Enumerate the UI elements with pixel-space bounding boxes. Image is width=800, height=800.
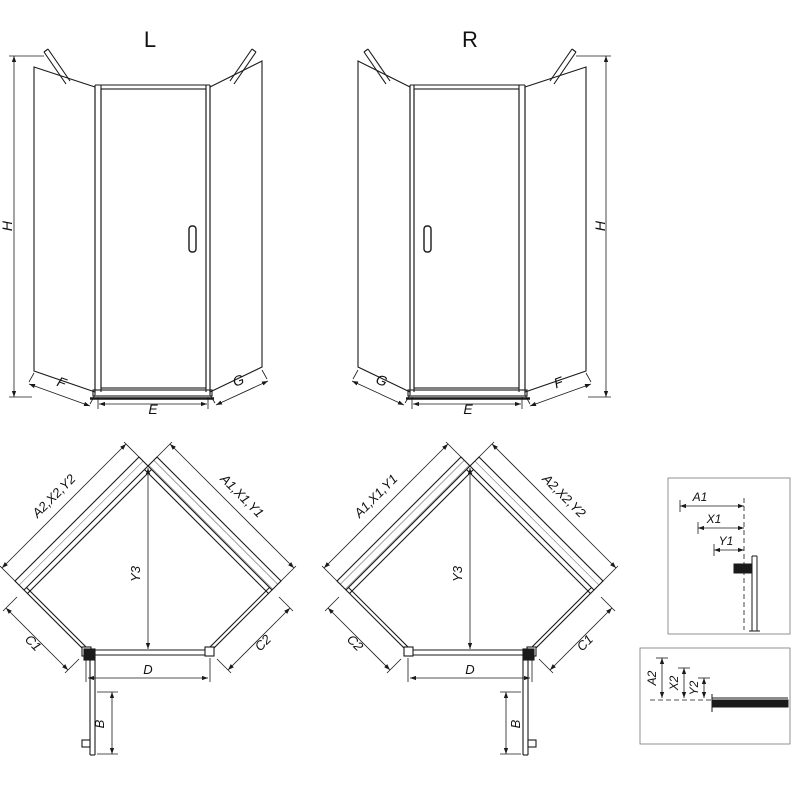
plan-left-view	[0, 442, 296, 755]
detail-bottom-x2-label: X2	[667, 675, 681, 691]
variant-label-right: R	[462, 27, 478, 52]
elevation-right-view	[352, 49, 611, 409]
dim-label-height-left: H	[0, 220, 15, 231]
plan-left-y3-label: Y3	[128, 565, 143, 582]
plan-right-d-label: D	[465, 662, 474, 677]
plan-left-b-label: B	[92, 719, 107, 728]
plan-left-c1-label: C1	[22, 632, 44, 654]
detail-top-x1-label: X1	[706, 512, 722, 526]
dim-label-g-right: G	[374, 371, 390, 390]
dim-label-height-right: H	[592, 220, 608, 231]
plan-right-y3-label: Y3	[450, 565, 465, 582]
dim-label-e-right: E	[463, 401, 473, 417]
detail-bottom-y2-label: Y2	[687, 680, 701, 695]
plan-left-diagonal-right-label: A1,X1,Y1	[217, 470, 267, 520]
detail-panel-bottom	[639, 647, 791, 745]
detail-bottom-a2-label: A2	[645, 670, 659, 686]
dim-label-e-left: E	[148, 401, 158, 417]
labels: L R H F E G H G E F A2,X2,Y2 A1,X1,Y1 Y3…	[0, 27, 733, 728]
plan-right-c1-label: C1	[574, 632, 596, 654]
dim-label-f-right: F	[552, 373, 567, 391]
detail-panel-top	[667, 477, 791, 635]
dim-label-g-left: G	[230, 371, 246, 390]
plan-left-diagonal-left-label: A2,X2,Y2	[28, 471, 79, 522]
plan-right-diagonal-right-label: A2,X2,Y2	[539, 470, 590, 521]
plan-left-c2-label: C2	[252, 631, 275, 654]
detail-top-a1-label: A1	[692, 490, 708, 504]
variant-label-left: L	[144, 27, 156, 52]
elevation-left-view	[9, 49, 268, 409]
plan-left-d-label: D	[143, 662, 152, 677]
plan-right-b-label: B	[508, 719, 523, 728]
detail-top-y1-label: Y1	[719, 534, 734, 548]
plan-right-view	[322, 442, 618, 755]
plan-right-c2-label: C2	[344, 632, 367, 655]
plan-right-diagonal-left-label: A1,X1,Y1	[350, 471, 400, 521]
